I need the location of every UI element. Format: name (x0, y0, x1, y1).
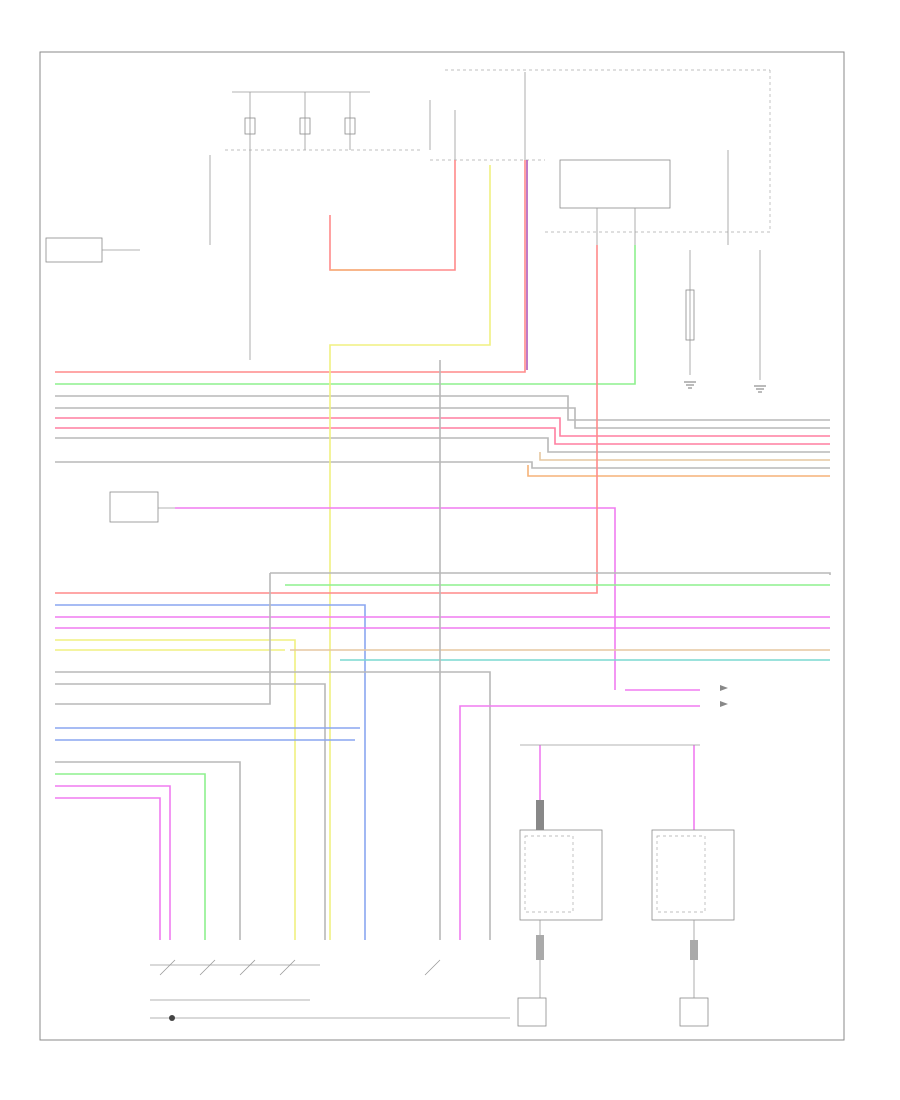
ground-right-group (684, 250, 766, 393)
wire-magenta-14 (175, 507, 616, 690)
wire-yellow-13 (329, 165, 491, 940)
wire-red-11 (329, 160, 456, 271)
range-sensor-switches (150, 959, 510, 1021)
wire-magenta-32 (55, 785, 171, 940)
wire-yellow-21 (55, 639, 296, 940)
power-distribution-group (430, 69, 771, 245)
transmission-relay (559, 159, 671, 209)
wire-magenta-35 (459, 705, 700, 940)
lamp-assemblies (517, 744, 735, 1027)
wire-orange-10 (527, 465, 830, 477)
wire-light_green-2 (55, 245, 636, 385)
wire-gray-26 (55, 683, 326, 940)
wire-gray-9 (55, 461, 830, 469)
wire-magenta-33 (55, 797, 161, 940)
wire-gray-7 (55, 437, 830, 453)
wire-gray-16 (270, 572, 831, 575)
wire-pink-5 (55, 417, 830, 437)
wire-red-0 (55, 160, 526, 373)
fuse-block-group (225, 91, 456, 360)
wire-gray-4 (55, 407, 830, 429)
wire-gray-27 (55, 573, 271, 705)
wire-light_green-31 (55, 773, 206, 940)
wire-tan-8 (539, 452, 830, 461)
control-module-connector (45, 237, 103, 263)
diagram-border (39, 51, 845, 1041)
right-terminal-arrows (720, 685, 728, 707)
wire-gray-25 (55, 671, 491, 940)
wire-gray-30 (55, 761, 241, 940)
wire-red-15 (55, 245, 598, 594)
wire-blue-18 (55, 604, 366, 940)
indicator-lamp-box (109, 491, 159, 523)
wire-pink-6 (55, 427, 830, 445)
wires-layer (55, 160, 831, 940)
